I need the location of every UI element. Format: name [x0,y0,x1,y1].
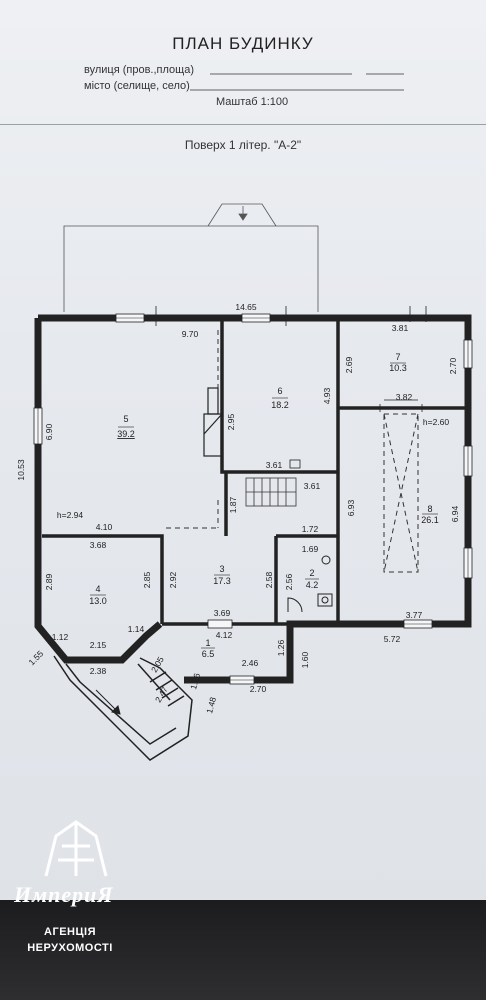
dim-r1-top: 4.12 [216,630,233,640]
floor-plan: 5 39.2 6 18.2 7 10.3 8 26.1 4 13.0 3 17.… [16,203,473,761]
dim-r2-left: 2.56 [284,573,294,590]
dim-r7-right: 2.70 [448,357,458,374]
dim-r8-right: 6.94 [450,505,460,522]
dim-stair-side: 1.87 [228,496,238,513]
room-1-num: 1 [205,638,210,648]
staircase [245,477,297,507]
street-label: вулиця (пров.,площа) [84,64,194,76]
scale-label: Маштаб 1:100 [216,96,289,108]
city-label: місто (селище, село) [84,80,190,92]
plan-sheet [0,0,486,900]
dim-left-total: 10.53 [16,459,26,481]
dim-r8-bottom: 3.77 [406,610,423,620]
agency-line2: НЕРУХОМОСТІ [27,942,113,954]
dim-r8-top: 3.82 [396,392,413,402]
dim-bay-d: 1.55 [26,648,45,667]
bay-porch [53,655,193,761]
room-4-num: 4 [95,584,100,594]
dim-h2: h=2.60 [423,417,450,427]
dim-h1: h=2.94 [57,510,84,520]
bottom-bar [0,900,486,1000]
dim-top-total: 14.65 [235,302,257,312]
dim-r8-left: 6.93 [346,499,356,516]
room-3-area: 17.3 [213,576,231,586]
room-3-num: 3 [219,564,224,574]
room-6-num: 6 [277,386,282,396]
dim-r4-bot-l: 1.12 [52,632,69,642]
dim-porch-bottom: 2.70 [250,684,267,694]
dim-r5-left: 6.90 [44,423,54,440]
agency-line1: АГЕНЦІЯ [44,926,96,938]
room-4-area: 13.0 [89,596,107,606]
dim-r1-bottom: 2.46 [242,658,259,668]
dim-r4-left: 2.89 [44,573,54,590]
dim-r4-bottom: 2.15 [90,640,107,650]
room-6-area: 18.2 [271,400,289,410]
dim-porch-a: 1.26 [188,672,202,691]
room-2-num: 2 [309,568,314,578]
dim-r3-left: 2.92 [168,571,178,588]
dim-r3-bottom: 3.69 [214,608,231,618]
dim-r5-bottom: 4.10 [96,522,113,532]
upper-outline [63,203,319,312]
floor-title: Поверх 1 літер. "А-2" [184,138,302,152]
header-separator [0,124,486,125]
room-7-num: 7 [395,352,400,362]
room-5-area: 39.2 [117,429,135,439]
room-8-num: 8 [427,504,432,514]
dim-r6-inner: 2.95 [226,413,236,430]
dim-r4-top: 3.68 [90,540,107,550]
dim-r6-right: 4.93 [322,387,332,404]
dim-r1-right: 1.26 [276,639,286,656]
dim-r6-bottom: 3.61 [266,460,283,470]
agency-name: ИмпериЯ [14,882,114,907]
dim-r7-top: 3.81 [392,323,409,333]
dim-r2-top: 1.72 [302,524,319,534]
dim-r2-inner: 1.69 [302,544,319,554]
dim-right-bottom: 5.72 [384,634,401,644]
room-8-area: 26.1 [421,515,439,525]
agency-logo-icon [44,820,108,877]
inner-walls [42,318,468,626]
dim-r1-outer: 1.60 [300,651,310,668]
room-2-area: 4.2 [306,580,319,590]
room-7-area: 10.3 [389,363,407,373]
room-1-area: 6.5 [202,649,215,659]
dim-stair-top: 3.61 [304,481,321,491]
dim-bay-c: 2.38 [90,666,107,676]
dim-porch-b: 1.48 [204,696,218,715]
dim-r5-top: 9.70 [182,329,199,339]
dim-r4-right: 2.85 [142,571,152,588]
outer-walls [34,314,472,684]
dim-r4-bot-r: 1.14 [128,624,145,634]
dim-r7-left: 2.69 [344,356,354,373]
dim-r3-right: 2.58 [264,571,274,588]
room-5-num: 5 [123,414,128,424]
plan-title: ПЛАН БУДИНКУ [172,34,314,53]
